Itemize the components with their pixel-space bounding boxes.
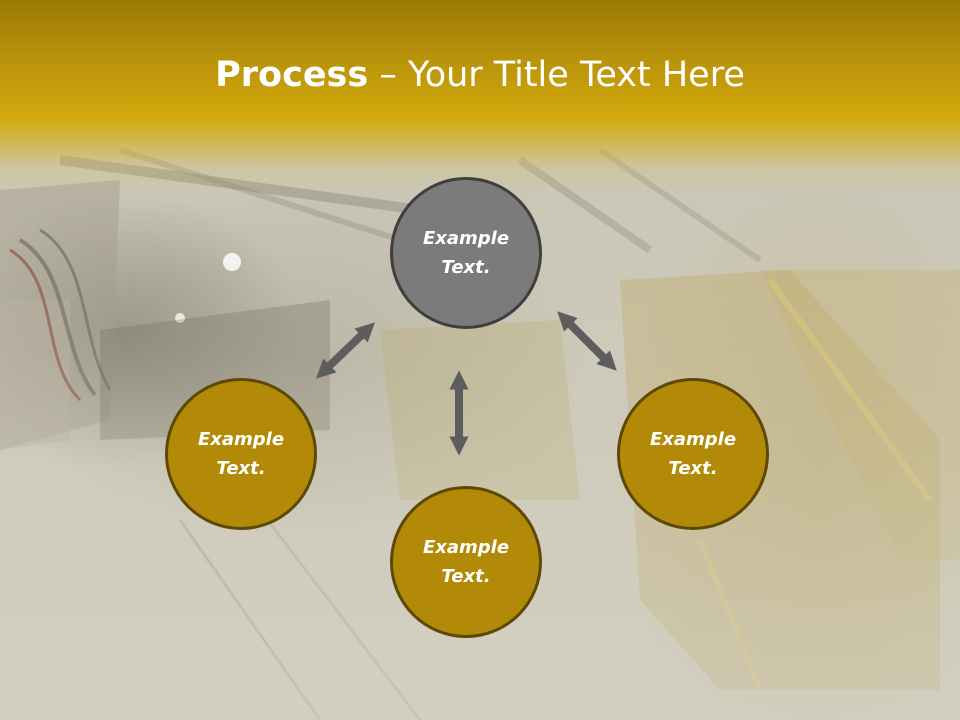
node-bottom: Example Text.	[390, 486, 542, 638]
node-left-label: Example Text.	[197, 429, 285, 479]
node-right: Example Text.	[617, 378, 769, 530]
node-right-label: Example Text.	[649, 429, 737, 479]
node-center: Example Text.	[390, 177, 542, 329]
node-bottom-label: Example Text.	[422, 537, 510, 587]
arrow-center-right	[557, 311, 617, 371]
title-rest: – Your Title Text Here	[368, 55, 745, 95]
title-bold: Process	[215, 55, 369, 95]
slide-title: Process – Your Title Text Here	[0, 52, 960, 98]
node-left: Example Text.	[165, 378, 317, 530]
node-center-label: Example Text.	[422, 228, 510, 278]
arrow-center-left	[316, 322, 375, 379]
title-band	[0, 0, 960, 190]
